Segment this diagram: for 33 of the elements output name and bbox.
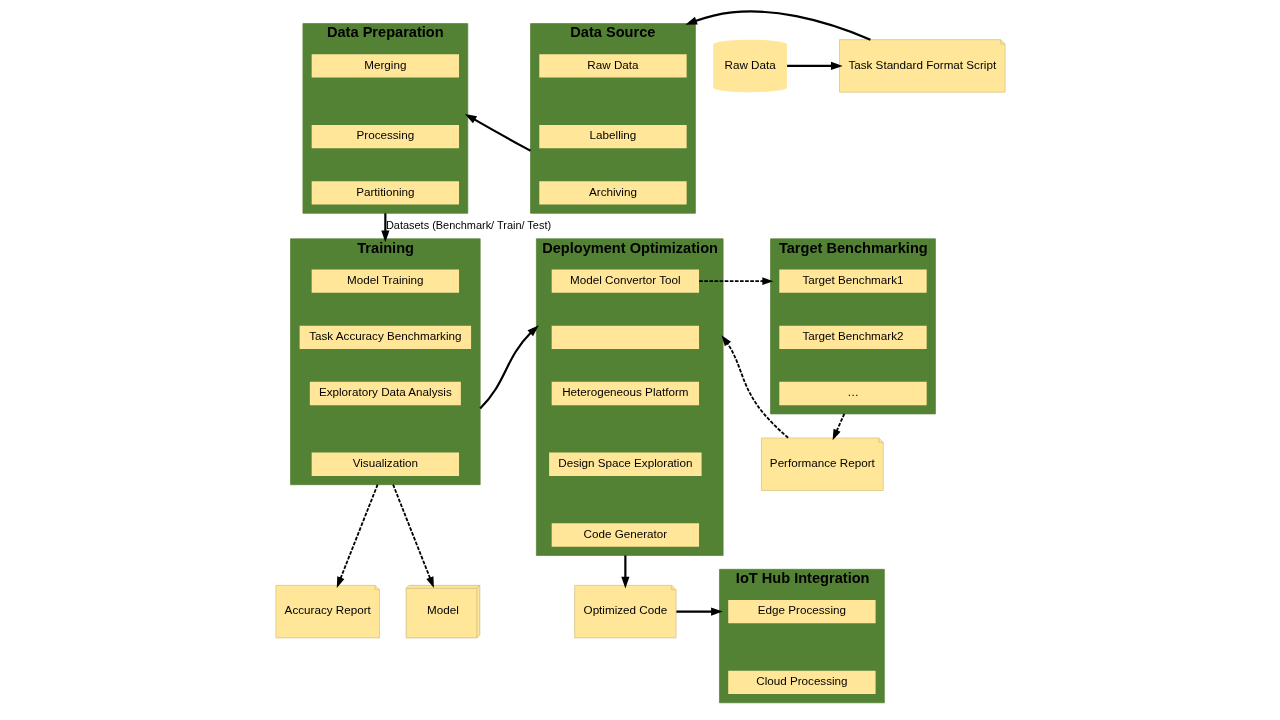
- node-box: Cloud Processing: [727, 670, 876, 695]
- arrow: [391, 483, 434, 588]
- node-box: Raw Data: [538, 54, 687, 78]
- node-box: Code Generator: [551, 523, 699, 547]
- node-box: Model Training: [311, 269, 459, 293]
- node-box: [551, 325, 699, 349]
- edge-label: Datasets (Benchmark/ Train/ Test): [385, 219, 551, 232]
- node-box: Partitioning: [311, 181, 459, 205]
- node-box: …: [778, 381, 927, 406]
- node-box: Model Convertor Tool: [551, 269, 699, 293]
- arrow: [380, 213, 389, 243]
- node-box: Archiving: [538, 181, 687, 205]
- node-box: Edge Processing: [727, 599, 876, 624]
- node-box: Target Benchmark1: [778, 269, 927, 293]
- arrow: [464, 113, 531, 152]
- arrow: [478, 325, 539, 410]
- arrow: [620, 555, 629, 589]
- node-box: Visualization: [311, 452, 459, 476]
- arrow: [684, 10, 871, 41]
- arrow: [786, 61, 843, 71]
- arrow: [336, 483, 378, 588]
- arrow: [697, 277, 773, 285]
- node-box: Merging: [311, 54, 459, 78]
- node-box: Heterogeneous Platform: [551, 381, 699, 406]
- node-box: Design Space Exploration: [548, 452, 702, 476]
- arrow: [832, 413, 845, 441]
- arrow: [675, 607, 723, 616]
- node-box: Labelling: [538, 125, 687, 149]
- node-box: Processing: [311, 125, 459, 149]
- node-box: Target Benchmark2: [778, 325, 927, 349]
- node-box: Task Accuracy Benchmarking: [299, 325, 471, 349]
- arrow: [721, 335, 789, 439]
- node-box: Exploratory Data Analysis: [309, 381, 461, 406]
